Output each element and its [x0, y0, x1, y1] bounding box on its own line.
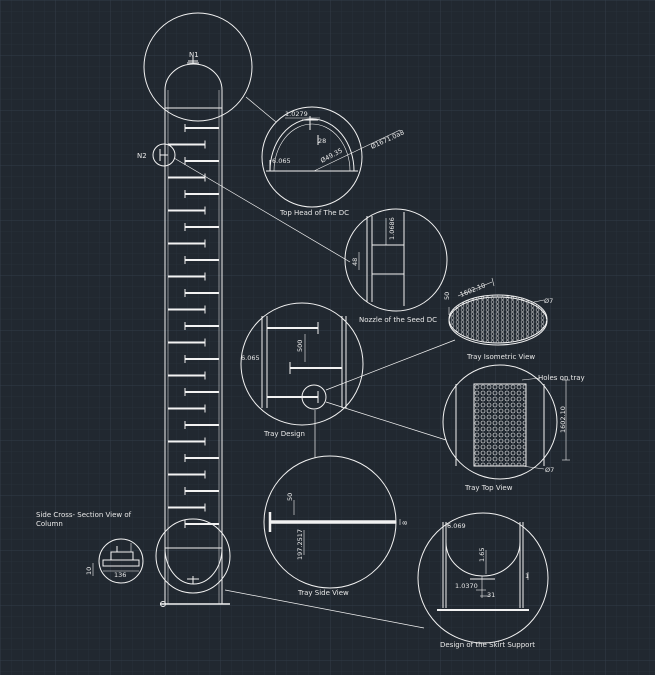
label-holes: Holes on tray — [538, 374, 585, 382]
tray-isometric-view[interactable] — [448, 277, 548, 346]
top-head-callout-circle — [143, 12, 253, 122]
skirt-support-detail[interactable] — [417, 512, 549, 644]
dim-skirt-a: 6.069 — [447, 522, 466, 530]
dim-design-a: 6.065 — [241, 354, 260, 362]
dim-iso-c: Ø7 — [544, 297, 553, 305]
dim-side-a: 50 — [286, 493, 294, 501]
dim-small-b: 10 — [85, 567, 93, 575]
dim-top-view-b: Ø7 — [545, 466, 554, 474]
dim-top-a: 1.0279 — [285, 110, 308, 118]
dim-side-b: 197.2517 — [296, 529, 304, 560]
label-nozzle: Nozzle of the Seed DC — [359, 316, 437, 324]
dim-top-view-a: 1602.10 — [559, 406, 567, 433]
leader-skirt — [224, 589, 425, 629]
column-base-point — [160, 601, 166, 607]
tray-side-view[interactable] — [263, 455, 401, 589]
label-n2: N2 — [137, 152, 147, 160]
distillation-column[interactable] — [160, 57, 230, 607]
label-n1: N1 — [189, 51, 199, 59]
label-tray-design: Tray Design — [263, 430, 305, 438]
label-tray-side: Tray Side View — [297, 589, 349, 597]
dim-skirt-d: 31 — [487, 591, 495, 599]
dim-side-c: 8 — [401, 521, 409, 525]
leader-nozzle — [173, 157, 351, 263]
labels: N1 N2 Top Head of The DC Nozzle of the S… — [36, 51, 585, 649]
tray-top-view[interactable] — [442, 364, 570, 480]
tray-design-detail[interactable] — [240, 302, 364, 426]
leader-top-head — [245, 96, 277, 123]
leader-top-view — [325, 401, 447, 441]
top-head-detail[interactable] — [261, 106, 401, 208]
leader-iso — [325, 339, 456, 391]
label-skirt: Design of the Skirt Support — [440, 641, 535, 649]
dim-top-c: 6.065 — [272, 157, 291, 165]
dim-top-b: 28 — [318, 137, 326, 145]
column-trays — [168, 124, 219, 528]
dim-skirt-c: 1.0370 — [455, 582, 478, 590]
dim-skirt-e: 1 — [525, 572, 529, 580]
label-tray-iso: Tray Isometric View — [466, 353, 535, 361]
small-section-view[interactable] — [92, 538, 144, 584]
dim-iso-a: 50 — [443, 292, 451, 300]
label-top-head: Top Head of The DC — [279, 209, 349, 217]
dim-design-b: 500 — [296, 340, 304, 352]
dim-noz-b: 48 — [351, 258, 359, 266]
dim-skirt-b: 1.65 — [478, 548, 486, 562]
label-side-cross-2: Column — [36, 520, 63, 528]
label-side-cross-1: Side Cross- Section View of — [36, 511, 132, 519]
label-tray-top: Tray Top View — [464, 484, 513, 492]
nozzle-detail[interactable] — [344, 208, 448, 312]
dim-noz-a: 1.0686 — [388, 217, 396, 240]
dim-small-a: 136 — [114, 571, 126, 579]
bottom-callout-circle — [155, 518, 231, 594]
n2-callout-circle — [152, 143, 176, 167]
